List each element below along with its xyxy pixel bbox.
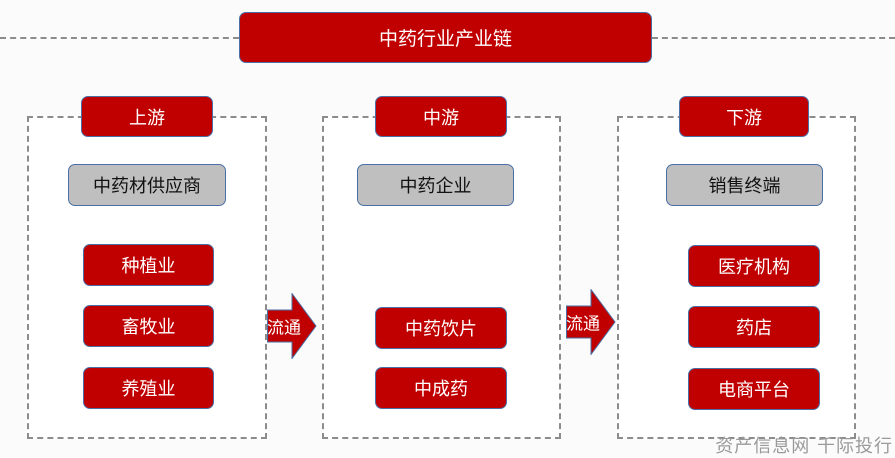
downstream-category: 销售终端 [666,164,823,206]
upstream-category: 中药材供应商 [68,164,226,206]
downstream-header: 下游 [679,96,809,137]
midstream-item: 中成药 [375,367,507,409]
title-line-left [0,37,239,39]
flow-label: 流通 [566,314,600,335]
right-arrow-icon [566,287,616,357]
flow-label: 流通 [267,318,301,339]
downstream-item: 医疗机构 [688,245,820,287]
upstream-header: 上游 [81,96,213,137]
flow-arrow: 流通 [267,291,317,361]
downstream-item: 药店 [688,306,820,348]
upstream-item: 种植业 [83,244,214,286]
downstream-item: 电商平台 [688,368,820,410]
watermark: 资产信息网 千际投行 [715,436,893,457]
flow-arrow: 流通 [566,287,616,357]
upstream-item: 畜牧业 [83,305,214,347]
midstream-category: 中药企业 [357,164,514,206]
midstream-item: 中药饮片 [375,307,507,349]
right-arrow-icon [267,291,317,361]
title-line-right [652,37,895,39]
midstream-header: 中游 [375,96,507,137]
upstream-item: 养殖业 [83,367,214,409]
diagram-title: 中药行业产业链 [239,12,652,63]
